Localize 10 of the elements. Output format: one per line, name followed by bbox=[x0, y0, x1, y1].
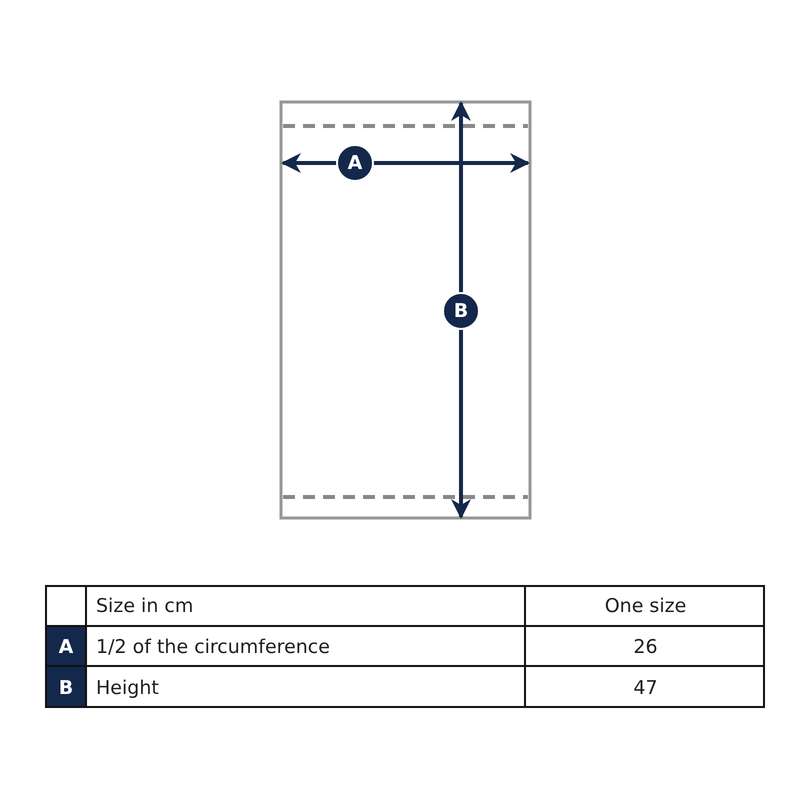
callout-number: A bbox=[336, 144, 374, 182]
measurement-name: Height bbox=[96, 676, 159, 700]
row-key: B bbox=[58, 676, 74, 700]
callout-number: B bbox=[442, 292, 480, 330]
measurement-name: 1/2 of the circumference bbox=[96, 635, 330, 659]
column-header: Size in cm bbox=[96, 594, 194, 618]
row-key: A bbox=[58, 635, 74, 659]
column-header: One size bbox=[604, 594, 686, 618]
measurement-value: 26 bbox=[633, 635, 658, 659]
measurement-value: 47 bbox=[633, 676, 658, 700]
